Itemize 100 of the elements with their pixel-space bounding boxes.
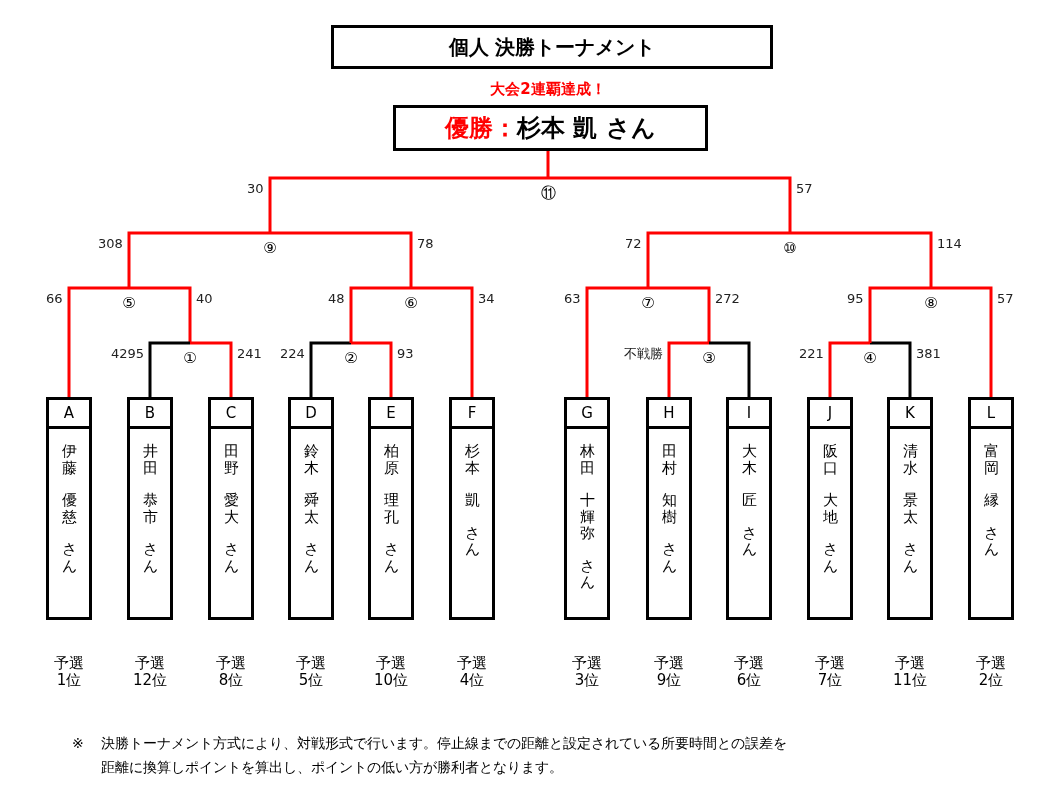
bracket-line [548,176,792,233]
player-card [726,397,772,620]
player-letter: L [971,400,1011,429]
player-card [46,397,92,620]
player-surname: 清水 [902,443,918,476]
honorific: さん [822,541,838,574]
player-surname: 富岡 [983,443,999,476]
note-text: 決勝トーナメント方式により、対戦形式で行います。停止線までの距離と設定されている所要時間との誤差を距離に換算しポイントを算出し、ポイントの低い方が勝利者となります。 [101,734,788,777]
score-label: 308 [98,236,123,251]
player-letter: F [452,400,492,429]
player-surname: 鈴木 [303,443,319,476]
qualifying-rank: 予選7位 [814,655,846,689]
winner-box [393,105,708,151]
player-surname: 大木 [741,443,757,476]
honorific: さん [579,557,595,591]
player-card [564,397,610,620]
qualifying-rank: 予選4位 [456,655,488,689]
player-given-name: 恭市 [142,492,158,525]
qualifying-rank: 予選10位 [373,655,409,689]
player-surname: 阪口 [822,443,838,476]
score-label: 272 [715,291,740,306]
score-label: 57 [796,181,813,196]
bracket-line [648,286,711,343]
score-label: 30 [247,181,264,196]
bracket-line [709,341,751,397]
honorific: さん [303,541,319,574]
player-letter: I [729,400,769,429]
player-given-name: 十輝弥 [579,492,595,542]
player-letter: D [291,400,331,429]
qualifying-rank: 予選5位 [295,655,327,689]
match-number: ⑪ [540,185,556,202]
bracket-line [67,286,129,397]
player-given-name: 知樹 [661,492,677,525]
honorific: さん [383,541,399,574]
player-surname: 杉本 [464,443,480,476]
player-card [968,397,1014,620]
bracket-line [931,286,993,397]
bracket-line [411,286,474,397]
bracket-line [148,341,190,397]
player-card [208,397,254,620]
score-label: 4295 [111,346,145,361]
player-surname: 田村 [661,443,677,476]
honorific: さん [142,541,158,574]
score-label: 78 [417,236,434,251]
score-label: 224 [280,346,305,361]
player-letter: A [49,400,89,429]
score-label: 34 [478,291,495,306]
player-surname: 林田 [579,443,595,476]
score-label: 381 [916,346,941,361]
player-given-name: 愛大 [223,492,239,525]
qualifying-rank: 予選2位 [975,655,1007,689]
player-given-name: 凱 [464,492,480,509]
bracket-line [349,286,411,343]
qualifying-rank: 予選1位 [53,655,85,689]
player-letter: H [649,400,689,429]
score-label: 241 [237,346,262,361]
qualifying-rank: 予選12位 [132,655,168,689]
honorific: さん [983,524,999,558]
score-label: 57 [997,291,1014,306]
qualifying-rank: 予選3位 [571,655,603,689]
score-label: 48 [328,291,345,306]
player-given-name: 匠 [741,492,757,509]
player-letter: J [810,400,850,429]
bracket-line [127,231,270,288]
player-given-name: 大地 [822,492,838,525]
qualifying-rank: 予選9位 [653,655,685,689]
achievement-note: 大会2連覇達成！ [489,80,607,99]
player-card [368,397,414,620]
score-label: 不戦勝 [624,346,663,361]
score-label: 40 [196,291,213,306]
score-label: 95 [847,291,864,306]
score-label: 72 [625,236,642,251]
player-card [127,397,173,620]
bracket-line [129,286,192,343]
bracket-line [790,231,933,288]
score-label: 114 [937,236,962,251]
player-given-name: 優慈 [61,492,77,525]
player-letter: G [567,400,607,429]
player-given-name: 舜太 [303,492,319,525]
bracket-line [351,341,393,397]
note-mark: ※ [72,734,84,753]
player-surname: 柏原 [383,443,399,476]
score-label: 221 [799,346,824,361]
honorific: さん [661,541,677,574]
honorific: さん [741,524,757,558]
honorific: さん [464,524,480,558]
bracket-line [646,231,790,288]
player-card [449,397,495,620]
bracket-line [868,286,931,343]
qualifying-rank: 予選8位 [215,655,247,689]
winner-name: 杉本 凱 さん [517,113,656,144]
player-given-name: 縁 [983,492,999,509]
bracket-line [667,341,709,397]
player-letter: K [890,400,930,429]
honorific: さん [902,541,918,574]
player-given-name: 景太 [902,492,918,525]
player-letter: C [211,400,251,429]
player-letter: E [371,400,411,429]
player-letter: B [130,400,170,429]
player-card [288,397,334,620]
